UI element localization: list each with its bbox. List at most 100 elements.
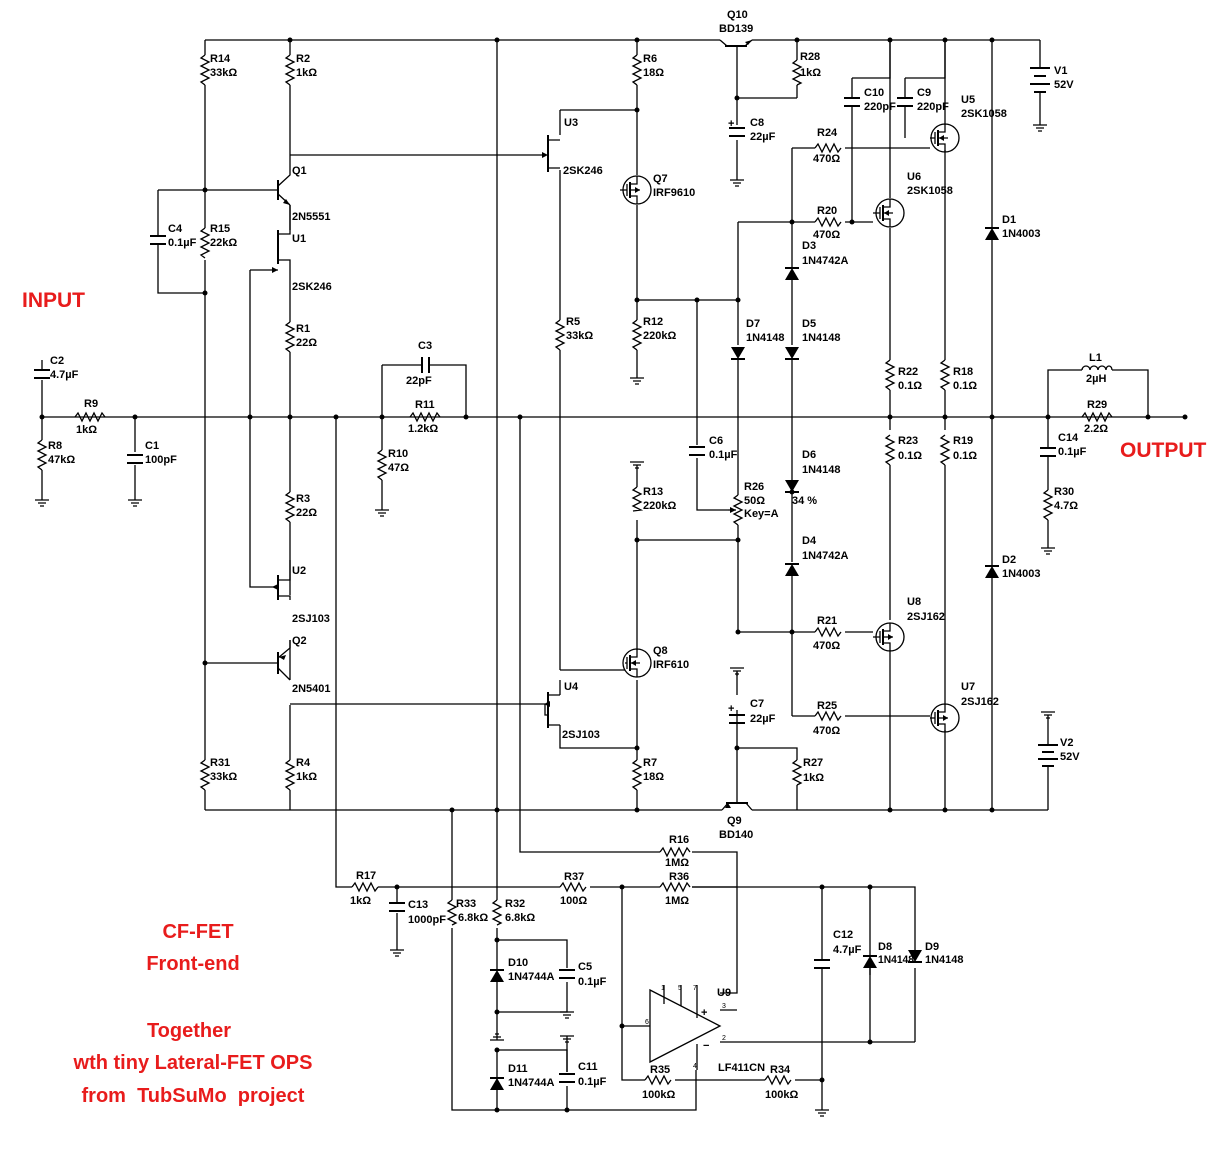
- resistor-r2: [284, 54, 296, 86]
- u9-pin-1: 1: [661, 985, 665, 992]
- resistor-r23: [884, 434, 896, 466]
- label-u4-ref: U4: [564, 681, 579, 693]
- label-v1-ref: V1: [1054, 65, 1067, 77]
- label-d10-val: 1N4744A: [508, 971, 555, 983]
- capacitor-c12: [814, 959, 830, 969]
- label-v2-val: 52V: [1060, 751, 1080, 763]
- label-d11-ref: D11: [508, 1063, 528, 1075]
- mosfet-u6: [873, 198, 905, 228]
- resistor-r36: [659, 881, 691, 893]
- resistor-r1: [284, 321, 296, 353]
- label-r35-val: 100kΩ: [642, 1089, 675, 1101]
- label-r35-ref: R35: [650, 1064, 670, 1076]
- diode-d7: [731, 347, 745, 360]
- diode-d10: [490, 969, 504, 982]
- label-r6-val: 18Ω: [643, 67, 664, 79]
- label-r24-ref: R24: [817, 127, 838, 139]
- label-c6-ref: C6: [709, 435, 723, 447]
- label-r27-val: 1kΩ: [803, 772, 824, 784]
- label-q2-val: 2N5401: [292, 683, 331, 695]
- resistor-r6: [631, 54, 643, 86]
- label-c11-val: 0.1µF: [578, 1076, 607, 1088]
- resistor-r32: [491, 899, 503, 926]
- jfet-u4: [544, 692, 560, 728]
- label-r4-val: 1kΩ: [296, 771, 317, 783]
- resistor-r37: [559, 881, 587, 893]
- transistor-q9: [721, 795, 753, 811]
- resistor-r4: [284, 759, 296, 791]
- label-r6-ref: R6: [643, 53, 657, 65]
- label-r21-val: 470Ω: [813, 640, 840, 652]
- label-q8-ref: Q8: [653, 645, 668, 657]
- u9-pin-2: 2: [722, 1035, 726, 1042]
- label-r5-ref: R5: [566, 316, 580, 328]
- label-r20-val: 470Ω: [813, 229, 840, 241]
- resistor-r18: [939, 359, 951, 391]
- label-d2-val: 1N4003: [1002, 568, 1041, 580]
- diode-d4: [785, 563, 799, 576]
- jfet-u1: [272, 205, 291, 273]
- label-c7-val: 22µF: [750, 713, 776, 725]
- resistors: [36, 54, 1113, 1086]
- diode-d11: [490, 1077, 504, 1090]
- label-c1-val: 100pF: [145, 454, 177, 466]
- capacitor-c7: [729, 714, 745, 724]
- note-line-5: from TubSuMo project: [82, 1085, 305, 1107]
- label-d8-ref: D8: [878, 941, 892, 953]
- label-u5-val: 2SK1058: [961, 108, 1007, 120]
- resistor-r22: [884, 359, 896, 391]
- label-c5-val: 0.1µF: [578, 976, 607, 988]
- label-l1-ref: L1: [1089, 352, 1102, 364]
- annotations: INPUT OUTPUT CF-FET Front-end Together w…: [22, 289, 1207, 1107]
- resistor-r31: [199, 759, 211, 791]
- svg-text:+: +: [701, 1007, 707, 1019]
- label-r32-val: 6.8kΩ: [505, 912, 535, 924]
- label-r26-percent: 34 %: [792, 495, 817, 507]
- diode-d9: [908, 950, 922, 963]
- label-u2-ref: U2: [292, 565, 306, 577]
- label-r17-ref: R17: [356, 870, 376, 882]
- label-q8-val: IRF610: [653, 659, 689, 671]
- label-c3-ref: C3: [418, 340, 432, 352]
- label-q9-val: BD140: [719, 829, 753, 841]
- resistor-r33: [446, 899, 458, 926]
- output-label: OUTPUT: [1120, 439, 1207, 462]
- label-c12-val: 4.7µF: [833, 944, 862, 956]
- resistor-r7: [631, 759, 643, 791]
- label-r11-ref: R11: [415, 399, 435, 411]
- label-d1-val: 1N4003: [1002, 228, 1041, 240]
- resistor-r9: [74, 411, 106, 423]
- diode-d1: [985, 227, 999, 240]
- label-c1-ref: C1: [145, 440, 159, 452]
- capacitor-c13: [389, 902, 405, 912]
- resistor-r13: [631, 486, 644, 512]
- u9-pin-6: 6: [645, 1019, 649, 1026]
- resistor-r14: [199, 54, 211, 86]
- label-r18-ref: R18: [953, 366, 973, 378]
- label-r1-val: 22Ω: [296, 337, 317, 349]
- battery-v1: [1030, 67, 1050, 93]
- opamp-u9: + − 1 5 7 3 6 2 4: [645, 985, 737, 1070]
- resistor-r12: [631, 319, 643, 351]
- label-r24-val: 470Ω: [813, 153, 840, 165]
- label-u4-val: 2SJ103: [562, 729, 600, 741]
- label-c13-val: 1000pF: [408, 914, 446, 926]
- note-line-1: CF-FET: [162, 921, 233, 943]
- mosfet-u7: [930, 703, 960, 733]
- label-r12-val: 220kΩ: [643, 330, 676, 342]
- label-d4-ref: D4: [802, 535, 817, 547]
- label-r23-ref: R23: [898, 435, 918, 447]
- label-r36-ref: R36: [669, 871, 689, 883]
- label-r16-val: 1MΩ: [665, 857, 689, 869]
- label-r11-val: 1.2kΩ: [408, 423, 438, 435]
- resistor-r35: [644, 1074, 672, 1086]
- resistor-r25: [814, 710, 842, 722]
- label-c8-ref: C8: [750, 117, 764, 129]
- label-d3-val: 1N4742A: [802, 255, 849, 267]
- label-v1-val: 52V: [1054, 79, 1074, 91]
- label-d7-ref: D7: [746, 318, 760, 330]
- input-label: INPUT: [22, 289, 85, 312]
- label-q7-ref: Q7: [653, 173, 668, 185]
- capacitor-c3: [421, 357, 430, 373]
- label-c13-ref: C13: [408, 899, 428, 911]
